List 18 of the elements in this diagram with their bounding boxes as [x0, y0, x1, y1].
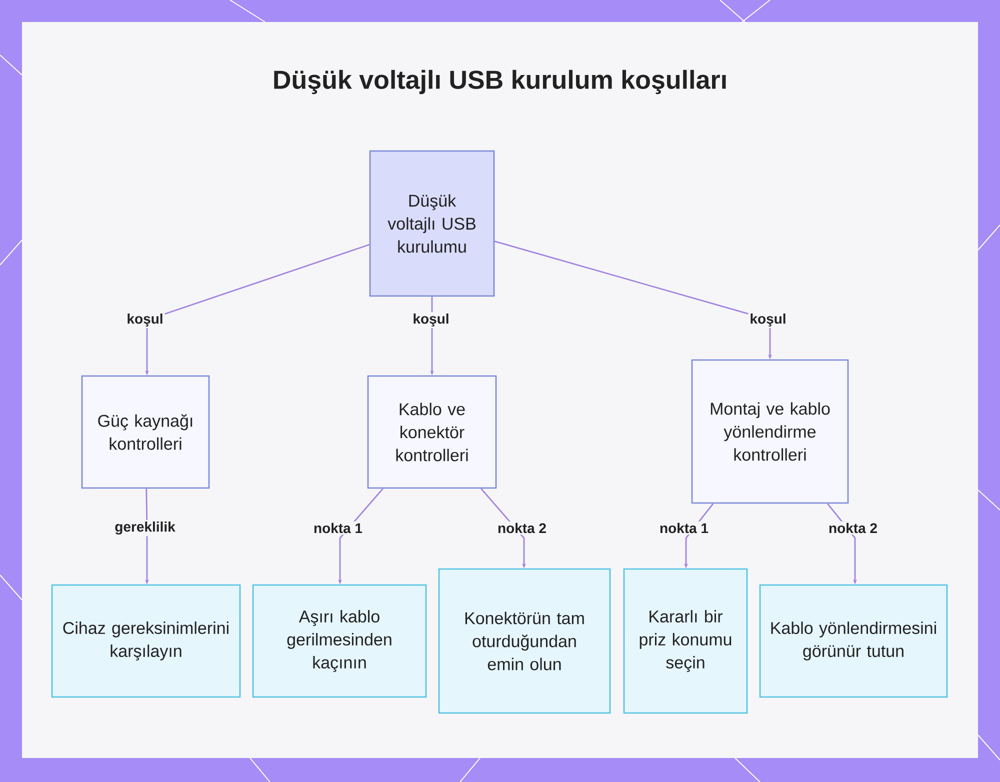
action-box: Kablo yönlendirmesini görünür tutun — [759, 584, 948, 698]
category-box: Montaj ve kablo yönlendirme kontrolleri — [691, 359, 849, 504]
edge-label: nokta 1 — [658, 521, 710, 535]
action-box: Kararlı bir priz konumu seçin — [623, 568, 748, 714]
edge-label: koşul — [411, 312, 451, 328]
edge-label: koşul — [125, 312, 165, 328]
edge-label: koşul — [748, 312, 788, 328]
action-box: Aşırı kablo gerilmesinden kaçının — [252, 584, 427, 698]
action-box: Konektörün tam oturduğundan emin olun — [438, 568, 611, 714]
edge-label: nokta 2 — [827, 521, 880, 535]
title: Düşük voltajlı USB kurulum koşulları — [274, 70, 726, 94]
category-box: Kablo ve konektör kontrolleri — [367, 375, 497, 489]
category-box: Güç kaynağı kontrolleri — [81, 375, 210, 489]
edge-label: nokta 1 — [312, 521, 364, 535]
topic-box: Düşük voltajlı USB kurulumu — [369, 150, 495, 297]
edge-label: nokta 2 — [496, 521, 548, 535]
action-box: Cihaz gereksinimlerini karşılayın — [51, 584, 241, 698]
edge-label: gereklilik — [113, 520, 177, 536]
